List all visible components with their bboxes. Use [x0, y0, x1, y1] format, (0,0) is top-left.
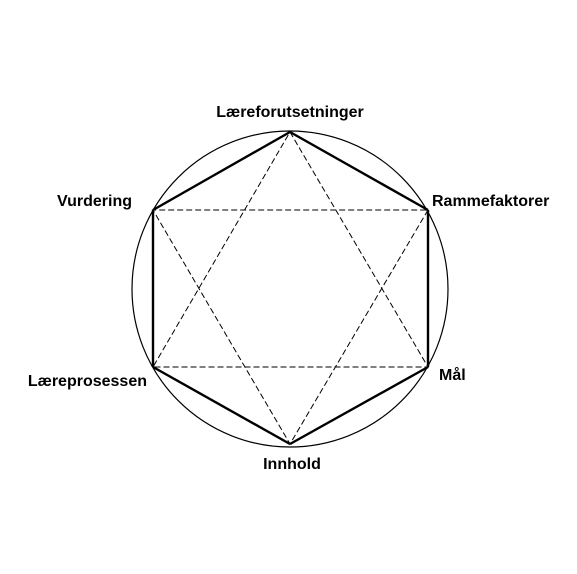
dashed-triangles [152, 131, 429, 445]
hexagon-edge-upper-left-to-top [152, 130, 291, 212]
node-label-rammefaktorer: Rammefaktorer [432, 193, 549, 210]
node-label-maal: Mål [439, 366, 466, 384]
node-label-vurdering: Vurdering [57, 193, 132, 210]
dashed-triangle-1 [152, 131, 429, 368]
hexagon-edge-top-to-upper-right [289, 130, 429, 212]
hexagon-edge-lower-right-to-bottom [289, 365, 429, 446]
enclosing-circle [131, 130, 449, 448]
hexagon [151, 130, 430, 446]
node-label-laereforutsetninger: Læreforutsetninger [216, 104, 364, 121]
node-label-laereprosessen: Læreprosessen [28, 373, 147, 390]
node-label-innhold: Innhold [263, 456, 321, 473]
dashed-triangle-2 [152, 209, 429, 445]
hexagon-edge-bottom-to-lower-left [152, 365, 291, 446]
